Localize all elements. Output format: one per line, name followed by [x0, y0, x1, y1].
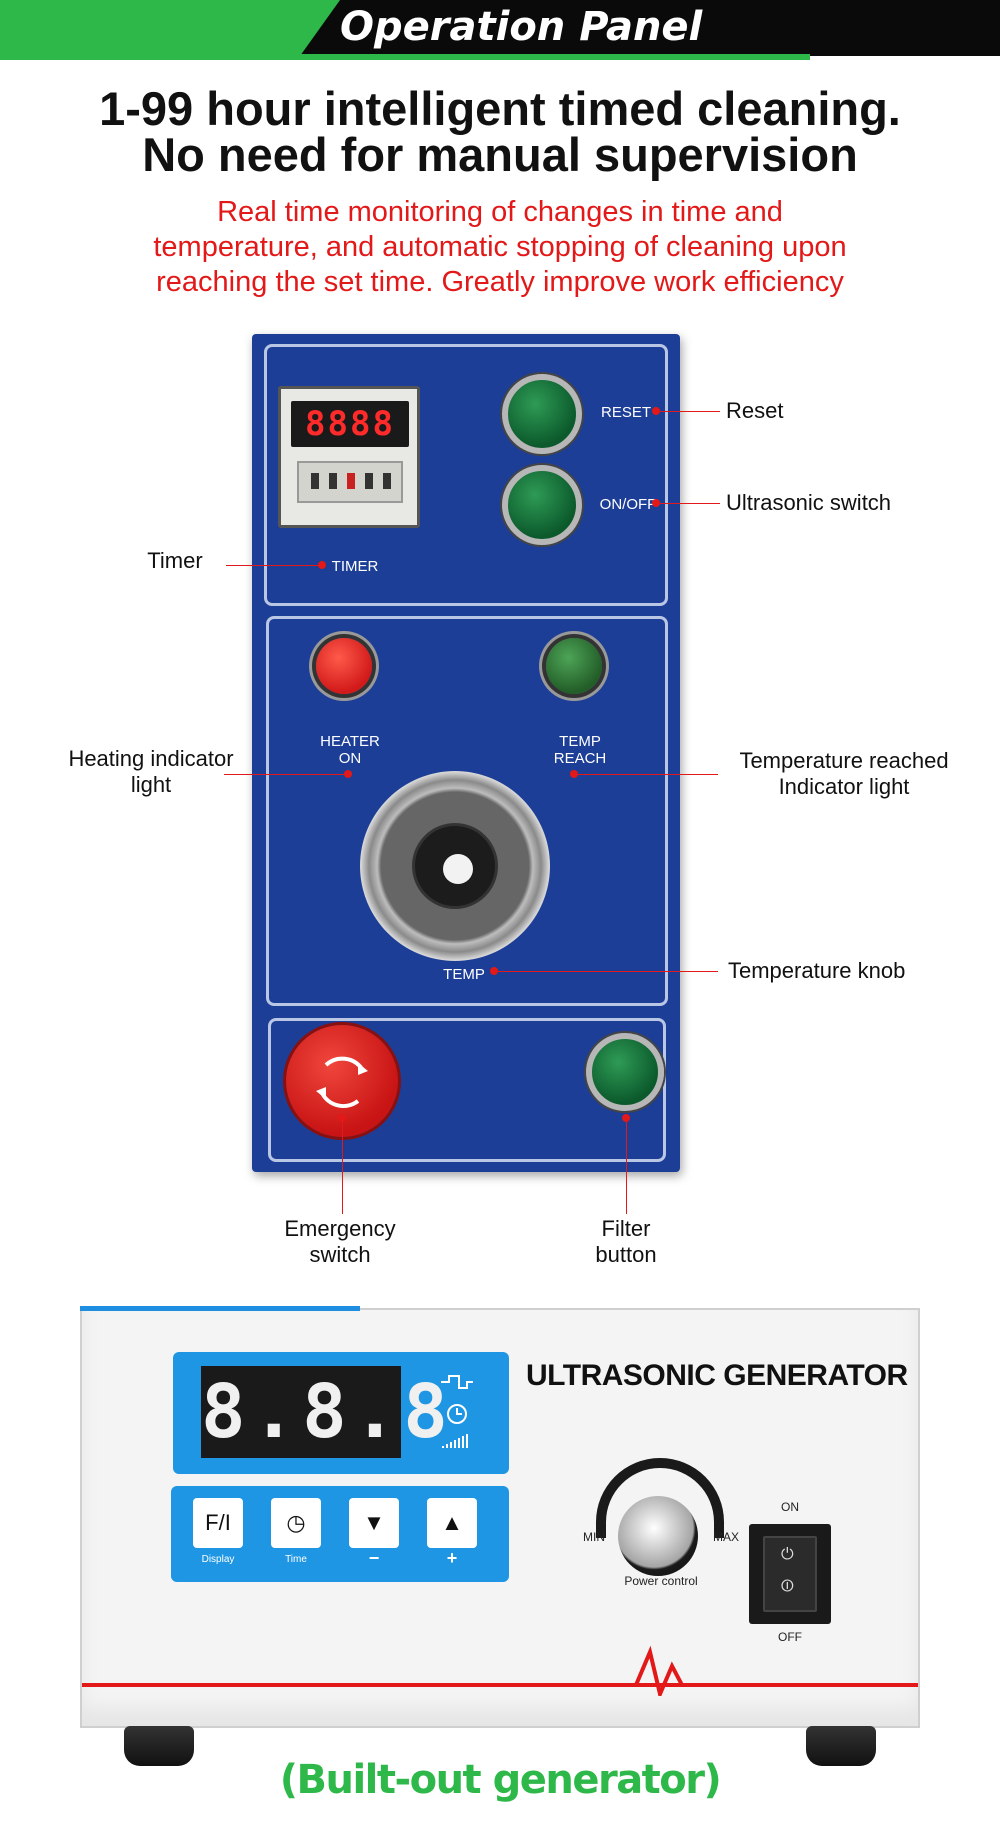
headline: 1-99 hour intelligent timed cleaning. No… [0, 82, 1000, 181]
temperature-knob-callout: Temperature knob [728, 958, 906, 983]
subtext-line-3: reaching the set time. Greatly improve w… [156, 266, 844, 298]
down-key[interactable]: ▼ [349, 1498, 399, 1548]
filter-button[interactable] [586, 1033, 664, 1111]
emergency-callout-line [342, 1120, 343, 1214]
temperature-knob-grip [412, 823, 498, 909]
timer-display: 8888 [291, 401, 409, 447]
filter-callout-dot [622, 1114, 630, 1122]
temp-reach-callout-dot [570, 770, 578, 778]
banner-black-block [300, 0, 1000, 56]
banner-title: Operation Panel [340, 4, 703, 50]
timer-label: TIMER [331, 558, 379, 575]
min-label: MIN [583, 1530, 605, 1544]
panel-section-emergency [268, 1018, 666, 1162]
off-label: OFF [778, 1630, 802, 1644]
emergency-callout-dot [338, 1114, 346, 1122]
rocker-face [763, 1536, 817, 1612]
frequency-icon [441, 1375, 473, 1389]
generator-display-panel: 8.8.8 [173, 1352, 509, 1474]
generator-keypad: F/I Display ◷ Time ▼ − ▲ + [171, 1486, 509, 1582]
temp-reach-callout-line [578, 774, 718, 775]
subtext-line-2: temperature, and automatic stopping of c… [153, 231, 847, 263]
generator-foot-right [806, 1726, 876, 1766]
signal-level-icon [442, 1434, 468, 1448]
temp-label: TEMP [443, 966, 485, 983]
filter-button-callout: Filter button [595, 1216, 657, 1267]
plus-caption: + [446, 1548, 458, 1568]
timer-callout-line [226, 565, 320, 566]
headline-line-1: 1-99 hour intelligent timed cleaning. [99, 82, 901, 135]
panel-section-temperature [266, 616, 668, 1006]
max-label: MAX [712, 1530, 739, 1544]
ultrasonic-switch-callout: Ultrasonic switch [726, 490, 892, 515]
power-control-label: Power control [624, 1574, 698, 1588]
knob-screw-icon [443, 854, 473, 884]
generator-title: ULTRASONIC GENERATOR [526, 1359, 908, 1392]
minus-caption: − [368, 1548, 380, 1568]
temperature-reached-callout: Temperature reached Indicator light [739, 748, 949, 799]
headline-line-2: No need for manual supervision [142, 128, 858, 181]
heating-indicator-callout: Heating indicator light [68, 746, 234, 797]
filter-callout-line [626, 1120, 627, 1214]
power-off-icon: ⏼ [781, 1578, 794, 1595]
timer-dip-switches[interactable] [297, 461, 403, 503]
reset-button[interactable] [502, 374, 582, 454]
power-control-knob[interactable] [618, 1496, 698, 1576]
rotate-arrows-icon [316, 1056, 368, 1108]
clock-icon [447, 1404, 467, 1424]
heater-callout-dot [344, 770, 352, 778]
emergency-switch-callout: Emergency switch [284, 1216, 396, 1267]
generator-red-stripe [82, 1683, 918, 1687]
subtext: Real time monitoring of changes in time … [0, 195, 1000, 300]
reset-callout-line [660, 411, 720, 412]
power-rocker-switch[interactable]: ⏻ ⏼ [749, 1524, 831, 1624]
power-scale-arc [596, 1458, 724, 1538]
generator-display: 8.8.8 [201, 1366, 448, 1458]
header-banner: Operation Panel [0, 0, 1000, 60]
subtext-line-1: Real time monitoring of changes in time … [217, 196, 783, 228]
time-key[interactable]: ◷ [271, 1498, 321, 1548]
temperature-knob[interactable] [360, 771, 550, 961]
temp-knob-callout-line [498, 971, 718, 972]
temp-reach-label: TEMP REACH [553, 733, 607, 767]
reset-callout-dot [652, 407, 660, 415]
display-key-caption: Display [201, 1554, 235, 1565]
pulse-wave-icon [620, 1645, 720, 1696]
timer-callout-dot [318, 561, 326, 569]
generator-top-accent [80, 1306, 360, 1311]
status-icons [441, 1375, 473, 1448]
bottom-caption: (Built-out generator) [279, 1757, 722, 1803]
on-label: ON [781, 1500, 799, 1514]
display-key[interactable]: F/I [193, 1498, 243, 1548]
reset-callout: Reset [726, 398, 784, 423]
heater-on-lamp [316, 638, 372, 694]
ultrasonic-onoff-button[interactable] [502, 465, 582, 545]
power-on-icon: ⏻ [781, 1546, 794, 1563]
reset-label: RESET [600, 404, 651, 421]
panel-section-timer [264, 344, 668, 606]
up-key[interactable]: ▲ [427, 1498, 477, 1548]
temp-reach-lamp [546, 638, 602, 694]
timer-module[interactable]: 8888 [278, 386, 420, 528]
onoff-label: ON/OFF [599, 496, 657, 513]
onoff-callout-dot [652, 499, 660, 507]
timer-callout: Timer [147, 548, 203, 573]
banner-green-block [0, 0, 360, 60]
temp-knob-callout-dot [490, 967, 498, 975]
banner-green-underline [300, 54, 810, 60]
onoff-callout-line [660, 503, 720, 504]
generator-foot-left [124, 1726, 194, 1766]
time-key-caption: Time [285, 1554, 307, 1565]
heater-callout-line [224, 774, 346, 775]
heater-on-label: HEATER ON [320, 733, 380, 767]
